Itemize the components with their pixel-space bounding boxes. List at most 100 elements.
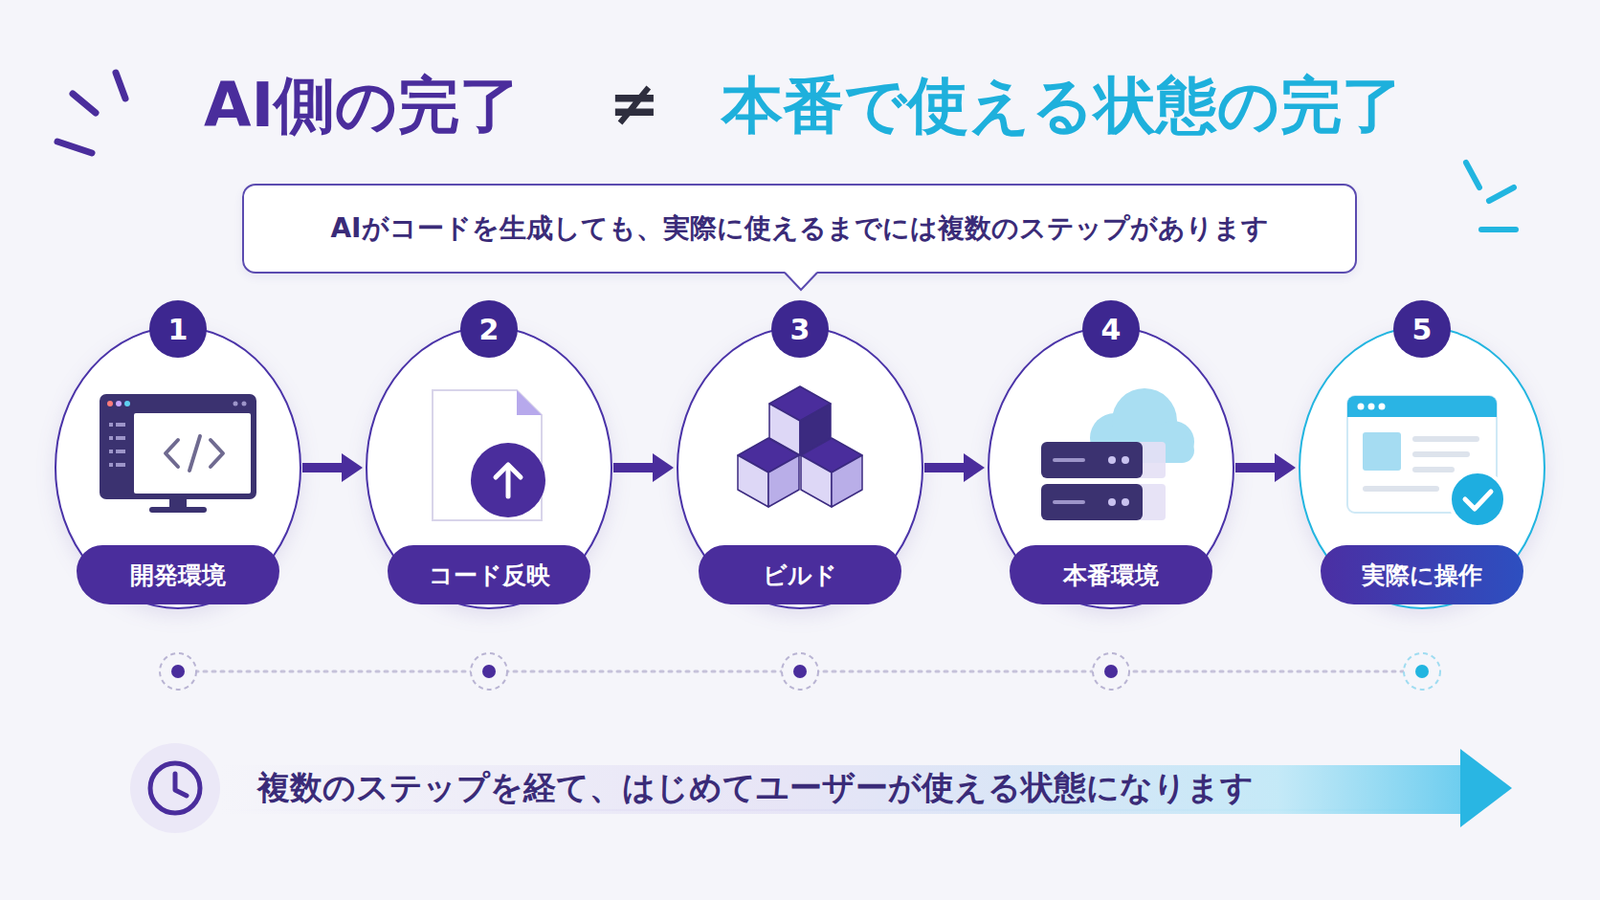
step-label: 開発環境 xyxy=(130,559,226,592)
speech-bubble: AIがコードを生成しても、実際に使えるまでには複数のステップがあります xyxy=(242,183,1357,274)
step-label-pill: コード反映 xyxy=(387,545,591,605)
edge-group xyxy=(613,467,653,469)
timeline-dot xyxy=(470,653,508,690)
window-dot xyxy=(115,400,122,407)
sparkle-line xyxy=(1466,162,1480,188)
dot-ring xyxy=(1403,653,1441,690)
monitor-icon xyxy=(99,394,257,513)
bubble-text: AIがコードを生成しても、実際に使えるまでには複数のステップがあります xyxy=(330,210,1268,247)
step-number: 3 xyxy=(790,312,811,347)
browser-bar xyxy=(1347,407,1497,418)
step-label-pill: 実際に操作 xyxy=(1320,545,1524,605)
cube-left xyxy=(737,455,769,508)
title-text: AI側の完了 xyxy=(203,68,521,143)
step-badge: 2 xyxy=(460,300,518,358)
cube-right xyxy=(768,455,800,508)
step-label: コード反映 xyxy=(428,559,551,592)
sparkle-line xyxy=(57,141,92,154)
cloud-part xyxy=(1111,388,1178,454)
bubble-tail xyxy=(783,270,819,290)
sparkle-line xyxy=(1488,187,1514,201)
flow-arrow xyxy=(302,463,342,473)
server-side xyxy=(1136,484,1166,521)
edge-group xyxy=(302,467,342,469)
text-line xyxy=(1362,486,1440,492)
text-line xyxy=(1412,451,1470,458)
timeline-dot xyxy=(159,653,197,690)
cube-top xyxy=(800,438,863,473)
document-page xyxy=(432,390,542,521)
step-label-pill: 開発環境 xyxy=(76,545,280,605)
caption-arrow xyxy=(220,749,1512,828)
text-line xyxy=(1412,436,1480,443)
sidebar-mark xyxy=(115,422,126,427)
cloud-part xyxy=(1089,413,1140,464)
not-equal-sign: ≠ xyxy=(608,66,661,141)
document-upload-icon xyxy=(432,390,546,521)
tail-outline xyxy=(784,272,818,290)
clock-icon xyxy=(130,743,221,834)
oval-outline xyxy=(366,327,612,609)
check-mark xyxy=(1465,491,1491,510)
caption-text: 複数のステップを経て、はじめてユーザーが使える状態になります xyxy=(257,768,1254,808)
upload-arrow xyxy=(506,466,512,497)
step-oval: 1開発環境 xyxy=(54,326,302,610)
server-light xyxy=(1108,456,1116,465)
step-label: ビルド xyxy=(762,559,838,592)
code-slash xyxy=(189,436,200,471)
step-badge: 1 xyxy=(149,300,207,358)
monitor-neck xyxy=(169,499,187,510)
sidebar-mark xyxy=(109,436,113,441)
window-dot xyxy=(107,400,113,407)
upload-circle xyxy=(470,443,546,518)
browser-bar xyxy=(1347,396,1497,418)
sidebar-mark xyxy=(115,449,126,454)
image-placeholder xyxy=(1362,432,1401,471)
edge-group xyxy=(924,467,964,469)
step-number: 1 xyxy=(168,312,189,347)
dot-ring xyxy=(470,653,508,690)
step-oval: 2コード反映 xyxy=(365,326,613,610)
build-cubes-icon xyxy=(737,386,863,508)
cube-top xyxy=(737,438,800,473)
dot-ring xyxy=(781,653,819,690)
server-unit xyxy=(1041,484,1143,521)
browser-check-icon xyxy=(1347,396,1506,528)
browser-window xyxy=(1347,396,1497,513)
sparkle-line xyxy=(115,72,126,99)
sparkle-line xyxy=(1481,226,1516,233)
document-fold xyxy=(516,390,542,416)
step-oval: 3ビルド xyxy=(676,326,924,610)
step-number: 2 xyxy=(479,312,500,347)
title-text: 本番で使える状態の完了 xyxy=(721,68,1403,143)
arrow-head xyxy=(1460,749,1512,828)
server-cloud-icon xyxy=(1041,388,1195,521)
server-light xyxy=(1121,456,1130,465)
flow-arrow xyxy=(1235,463,1275,473)
code-symbol xyxy=(165,436,223,471)
sidebar-mark xyxy=(115,436,126,441)
timeline xyxy=(159,653,1441,690)
server-light xyxy=(1108,498,1116,507)
step-label-pill: ビルド xyxy=(698,545,902,605)
server-side xyxy=(1136,442,1166,479)
window-dot xyxy=(1368,403,1376,411)
cube-top xyxy=(769,386,831,422)
oval-outline xyxy=(677,327,923,609)
cube-left xyxy=(800,455,832,508)
step-number: 5 xyxy=(1412,312,1433,347)
sparkle-lines-left xyxy=(57,72,126,154)
step-label: 実際に操作 xyxy=(1361,559,1483,592)
cloud xyxy=(1089,388,1195,464)
arrow-band xyxy=(220,765,1465,812)
flow-arrow xyxy=(613,463,653,473)
cloud-part xyxy=(1100,438,1195,464)
dot xyxy=(171,665,185,679)
cube-right xyxy=(800,403,831,456)
server-slot xyxy=(1054,458,1084,463)
step-number: 4 xyxy=(1101,312,1122,347)
oval-outline xyxy=(1299,327,1545,609)
arrow-shaft xyxy=(220,809,1465,815)
